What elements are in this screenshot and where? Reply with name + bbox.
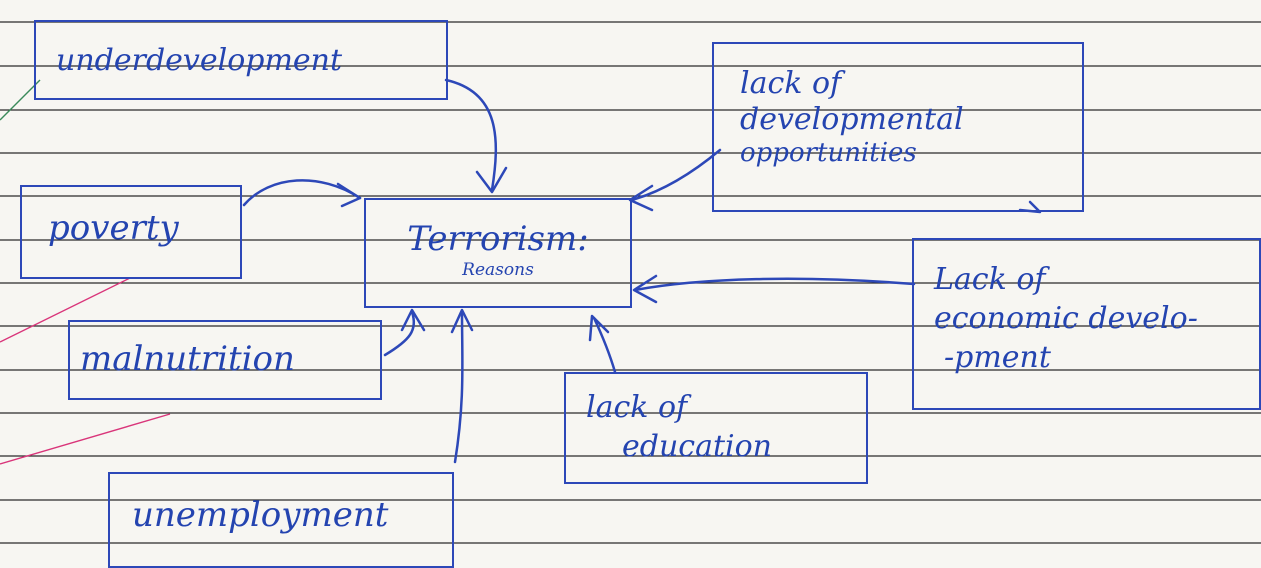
node-unemployment-label: unemployment <box>132 495 389 535</box>
margin-pink-stroke-lower <box>0 413 171 465</box>
node-lack-economic-line1: Lack of <box>934 262 1046 297</box>
arrow-lack-education <box>592 316 617 374</box>
node-underdevelopment-label: underdevelopment <box>56 43 343 78</box>
node-lack-economic: Lack of economic develo- -pment <box>912 238 1261 410</box>
arrow-poverty <box>242 179 362 207</box>
node-lack-dev-line1: lack of <box>740 66 842 101</box>
node-underdevelopment: underdevelopment <box>34 20 448 100</box>
node-lack-education-line2: education <box>622 429 772 464</box>
node-poverty-label: poverty <box>48 208 179 248</box>
margin-green-stroke <box>0 79 41 121</box>
arrow-lack-economic <box>633 277 916 292</box>
center-title: Terrorism: <box>407 219 589 259</box>
center-subtitle: Reasons <box>462 260 534 281</box>
node-unemployment: unemployment <box>108 472 454 568</box>
node-malnutrition-label: malnutrition <box>80 339 295 379</box>
arrow-unemployment <box>453 310 464 464</box>
node-lack-economic-line3: -pment <box>944 340 1051 375</box>
node-poverty: poverty <box>20 185 242 279</box>
arrow-malnutrition <box>383 310 416 357</box>
node-lack-dev-line3: opportunities <box>740 138 917 168</box>
node-lack-dev-line2: developmental <box>740 102 964 137</box>
node-lack-economic-line2: economic develo- <box>934 301 1198 336</box>
arrow-lack-dev-opportunities <box>630 148 722 202</box>
arrow-underdevelopment <box>444 78 498 192</box>
node-malnutrition: malnutrition <box>68 320 382 400</box>
node-lack-dev-opportunities: lack of developmental opportunities <box>712 42 1084 212</box>
node-lack-education: lack of education <box>564 372 868 484</box>
center-node: Terrorism: Reasons <box>364 198 632 308</box>
margin-pink-stroke-upper <box>0 277 131 343</box>
node-lack-education-line1: lack of <box>586 390 688 425</box>
